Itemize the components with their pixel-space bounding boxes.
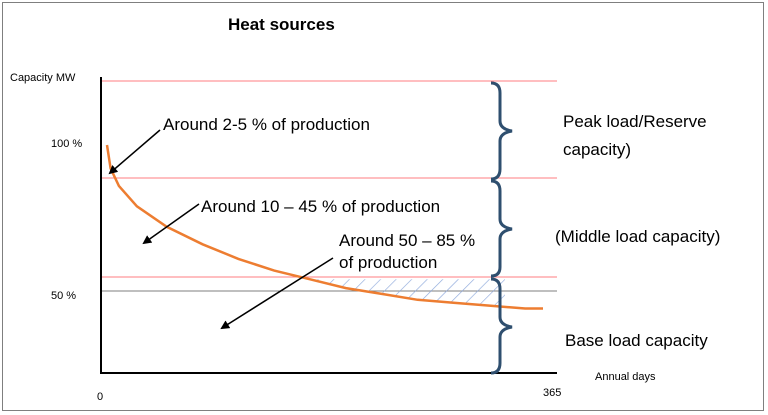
figure-frame: Heat sources Capacity MW 100 % 50 % 0 36… [2, 2, 764, 411]
x-tick-0: 0 [97, 391, 103, 403]
arrow-middle [142, 203, 200, 245]
annotation-peak-share: Around 2-5 % of production [163, 115, 370, 134]
band-peak-label-2: capacity) [563, 140, 631, 159]
arrow-base [220, 257, 334, 330]
load-duration-curve [105, 144, 543, 310]
arrow-peak [108, 129, 161, 175]
chart-title: Heat sources [228, 15, 335, 34]
x-tick-365: 365 [543, 387, 561, 399]
load-duration-chart: Heat sources Capacity MW 100 % 50 % 0 36… [10, 15, 720, 403]
brace-peak [490, 81, 513, 181]
band-base-label: Base load capacity [565, 331, 708, 350]
x-axis-label: Annual days [595, 371, 656, 383]
band-peak-label-1: Peak load/Reserve [563, 112, 707, 131]
brace-middle [490, 179, 513, 278]
annotation-base-share-1: Around 50 – 85 % [339, 231, 475, 250]
y-axis-label: Capacity MW [10, 72, 76, 84]
y-tick-50: 50 % [51, 290, 76, 302]
annotation-middle-share: Around 10 – 45 % of production [201, 197, 440, 216]
band-middle-label: (Middle load capacity) [555, 227, 720, 246]
annotation-base-share-2: of production [339, 253, 437, 272]
y-tick-100: 100 % [51, 138, 82, 150]
base-load-hatch [310, 279, 505, 306]
brace-base [490, 277, 513, 375]
